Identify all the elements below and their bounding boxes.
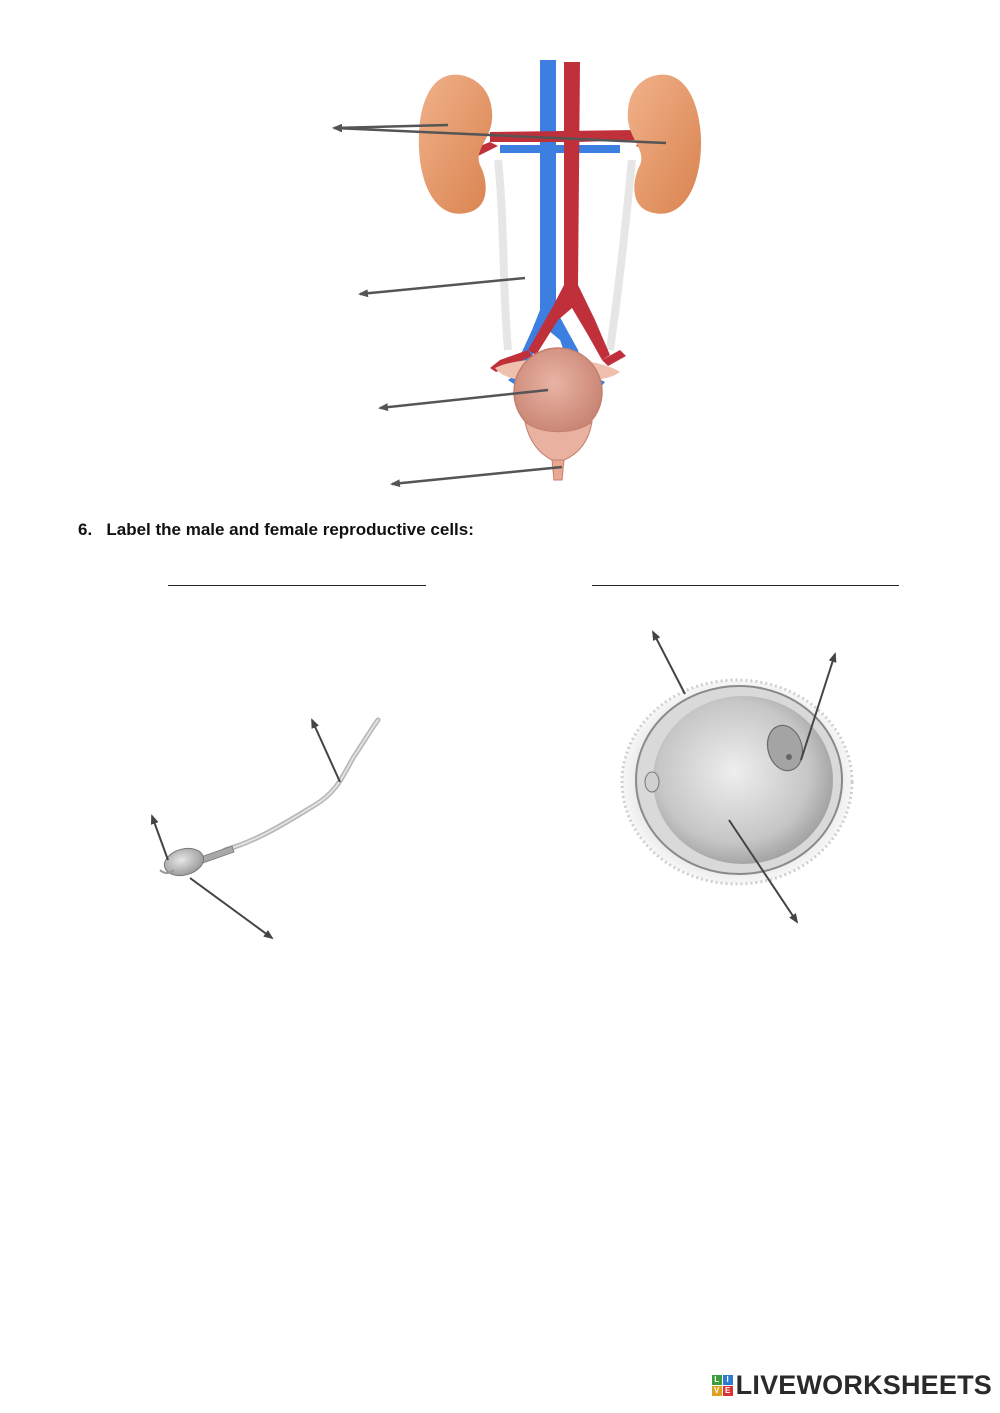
egg-cell-diagram [620,630,854,924]
right-ureter [606,159,636,351]
logo-letter: E [722,1386,733,1396]
logo-letter: I [722,1375,733,1385]
sperm-cell-diagram [150,717,381,940]
question-text: Label the male and female reproductive c… [106,520,474,539]
liveworksheets-branding: L I V E LIVEWORKSHEETS [711,1370,992,1401]
right-kidney [627,74,702,214]
renal-vein [500,145,620,153]
aorta [528,62,610,360]
vena-cava [516,60,582,370]
liveworksheets-logo-icon: L I V E [711,1375,733,1396]
logo-letter: V [711,1386,722,1396]
urinary-system-diagram [332,60,702,488]
answer-blank-female-cell[interactable] [592,585,899,586]
sperm-tail [222,717,381,853]
question-heading: 6. Label the male and female reproductiv… [78,520,474,540]
answer-blank-male-cell[interactable] [168,585,426,586]
question-number: 6. [78,520,93,539]
brand-name: LIVEWORKSHEETS [735,1370,992,1400]
left-kidney [418,74,493,214]
egg-nucleus [766,724,804,772]
urethra [551,459,565,481]
egg-cytoplasm [653,696,833,864]
sperm-head [163,847,205,877]
left-ureter [494,159,512,351]
logo-letter: L [711,1375,722,1385]
